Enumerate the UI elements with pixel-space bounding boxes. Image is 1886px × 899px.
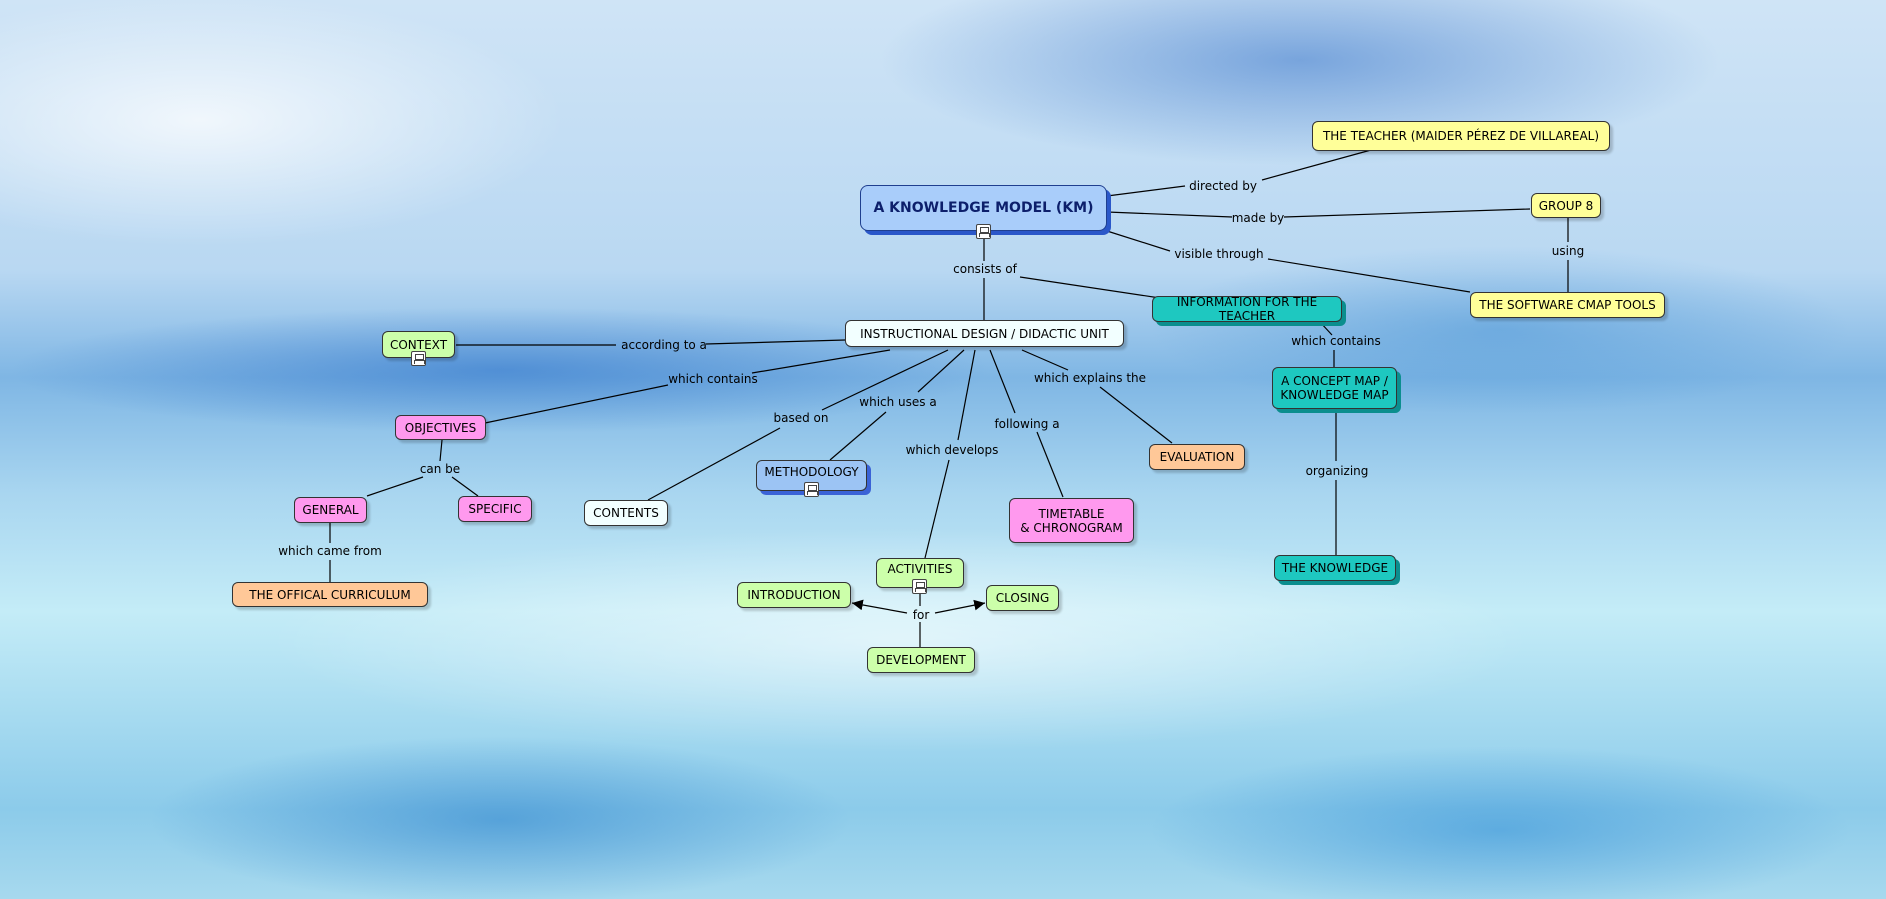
link-line (917, 349, 965, 393)
link-arrow (934, 599, 986, 614)
link-line (989, 349, 1016, 414)
link-label-according-to[interactable]: according to a (621, 338, 707, 352)
node-group-8[interactable]: GROUP 8 (1531, 193, 1601, 218)
link-arrow (851, 599, 908, 614)
node-software[interactable]: THE SOFTWARE CMAP TOOLS (1470, 292, 1665, 318)
link-line (1267, 258, 1471, 293)
node-activities[interactable]: ACTIVITIES (876, 558, 964, 588)
node-instructional-design[interactable]: INSTRUCTIONAL DESIGN / DIDACTIC UNIT (845, 320, 1124, 347)
node-teacher[interactable]: THE TEACHER (MAIDER PÉREZ DE VILLAREAL) (1312, 121, 1610, 151)
link-label-which-contains[interactable]: which contains (668, 372, 758, 386)
node-information-teacher[interactable]: INFORMATION FOR THE TEACHER (1152, 295, 1342, 323)
link-line (366, 476, 424, 497)
link-label-which-develops[interactable]: which develops (905, 443, 999, 457)
node-concept-map[interactable]: A CONCEPT MAP / KNOWLEDGE MAP (1272, 367, 1397, 409)
node-specific[interactable]: SPECIFIC (458, 496, 532, 522)
link-label-which-uses[interactable]: which uses a (859, 395, 937, 409)
link-line (484, 384, 669, 424)
link-line (751, 349, 891, 374)
node-knowledge-model[interactable]: A KNOWLEDGE MODEL (KM) (860, 185, 1107, 231)
link-line (924, 459, 950, 559)
link-line (705, 339, 846, 345)
link-line (1021, 349, 1069, 371)
link-label-for[interactable]: for (912, 608, 930, 622)
submap-icon[interactable] (804, 482, 819, 497)
node-objectives[interactable]: OBJECTIVES (395, 415, 486, 440)
link-line (1019, 276, 1161, 299)
link-line (1099, 386, 1173, 444)
link-line (451, 476, 479, 497)
link-label-visible-through[interactable]: visible through (1174, 247, 1264, 261)
node-timetable[interactable]: TIMETABLE & CHRONOGRAM (1009, 498, 1134, 543)
link-line (821, 349, 949, 411)
link-line (647, 427, 781, 501)
link-label-consists-of[interactable]: consists of (953, 262, 1017, 276)
node-development[interactable]: DEVELOPMENT (867, 647, 975, 673)
node-contents[interactable]: CONTENTS (584, 500, 668, 526)
link-line (1106, 230, 1171, 252)
node-evaluation[interactable]: EVALUATION (1149, 444, 1245, 470)
submap-icon[interactable] (411, 351, 426, 366)
link-label-based-on[interactable]: based on (773, 411, 829, 425)
link-line (1036, 431, 1064, 498)
node-introduction[interactable]: INTRODUCTION (737, 582, 851, 608)
link-line (439, 439, 443, 462)
link-label-using[interactable]: using (1551, 244, 1585, 258)
node-the-knowledge[interactable]: THE KNOWLEDGE (1274, 555, 1396, 581)
link-line (1106, 185, 1186, 197)
link-label-which-explains[interactable]: which explains the (1033, 371, 1147, 385)
link-line (1261, 149, 1372, 181)
link-line (1283, 208, 1531, 218)
link-label-made-by[interactable]: made by (1231, 211, 1285, 225)
link-label-which-came-from[interactable]: which came from (278, 544, 382, 558)
node-official-curriculum[interactable]: THE OFFICAL CURRICULUM (232, 582, 428, 607)
link-label-which-contains-info[interactable]: which contains (1291, 334, 1381, 348)
node-general[interactable]: GENERAL (294, 497, 367, 523)
link-label-following[interactable]: following a (994, 417, 1060, 431)
link-line (957, 349, 976, 441)
link-label-can-be[interactable]: can be (419, 462, 461, 476)
link-line (1106, 211, 1233, 218)
link-line (829, 411, 887, 461)
link-label-organizing[interactable]: organizing (1305, 464, 1369, 478)
submap-icon[interactable] (912, 579, 927, 594)
node-closing[interactable]: CLOSING (986, 585, 1059, 611)
submap-icon[interactable] (976, 224, 991, 239)
link-line (1319, 321, 1333, 336)
link-label-directed-by[interactable]: directed by (1189, 179, 1257, 193)
